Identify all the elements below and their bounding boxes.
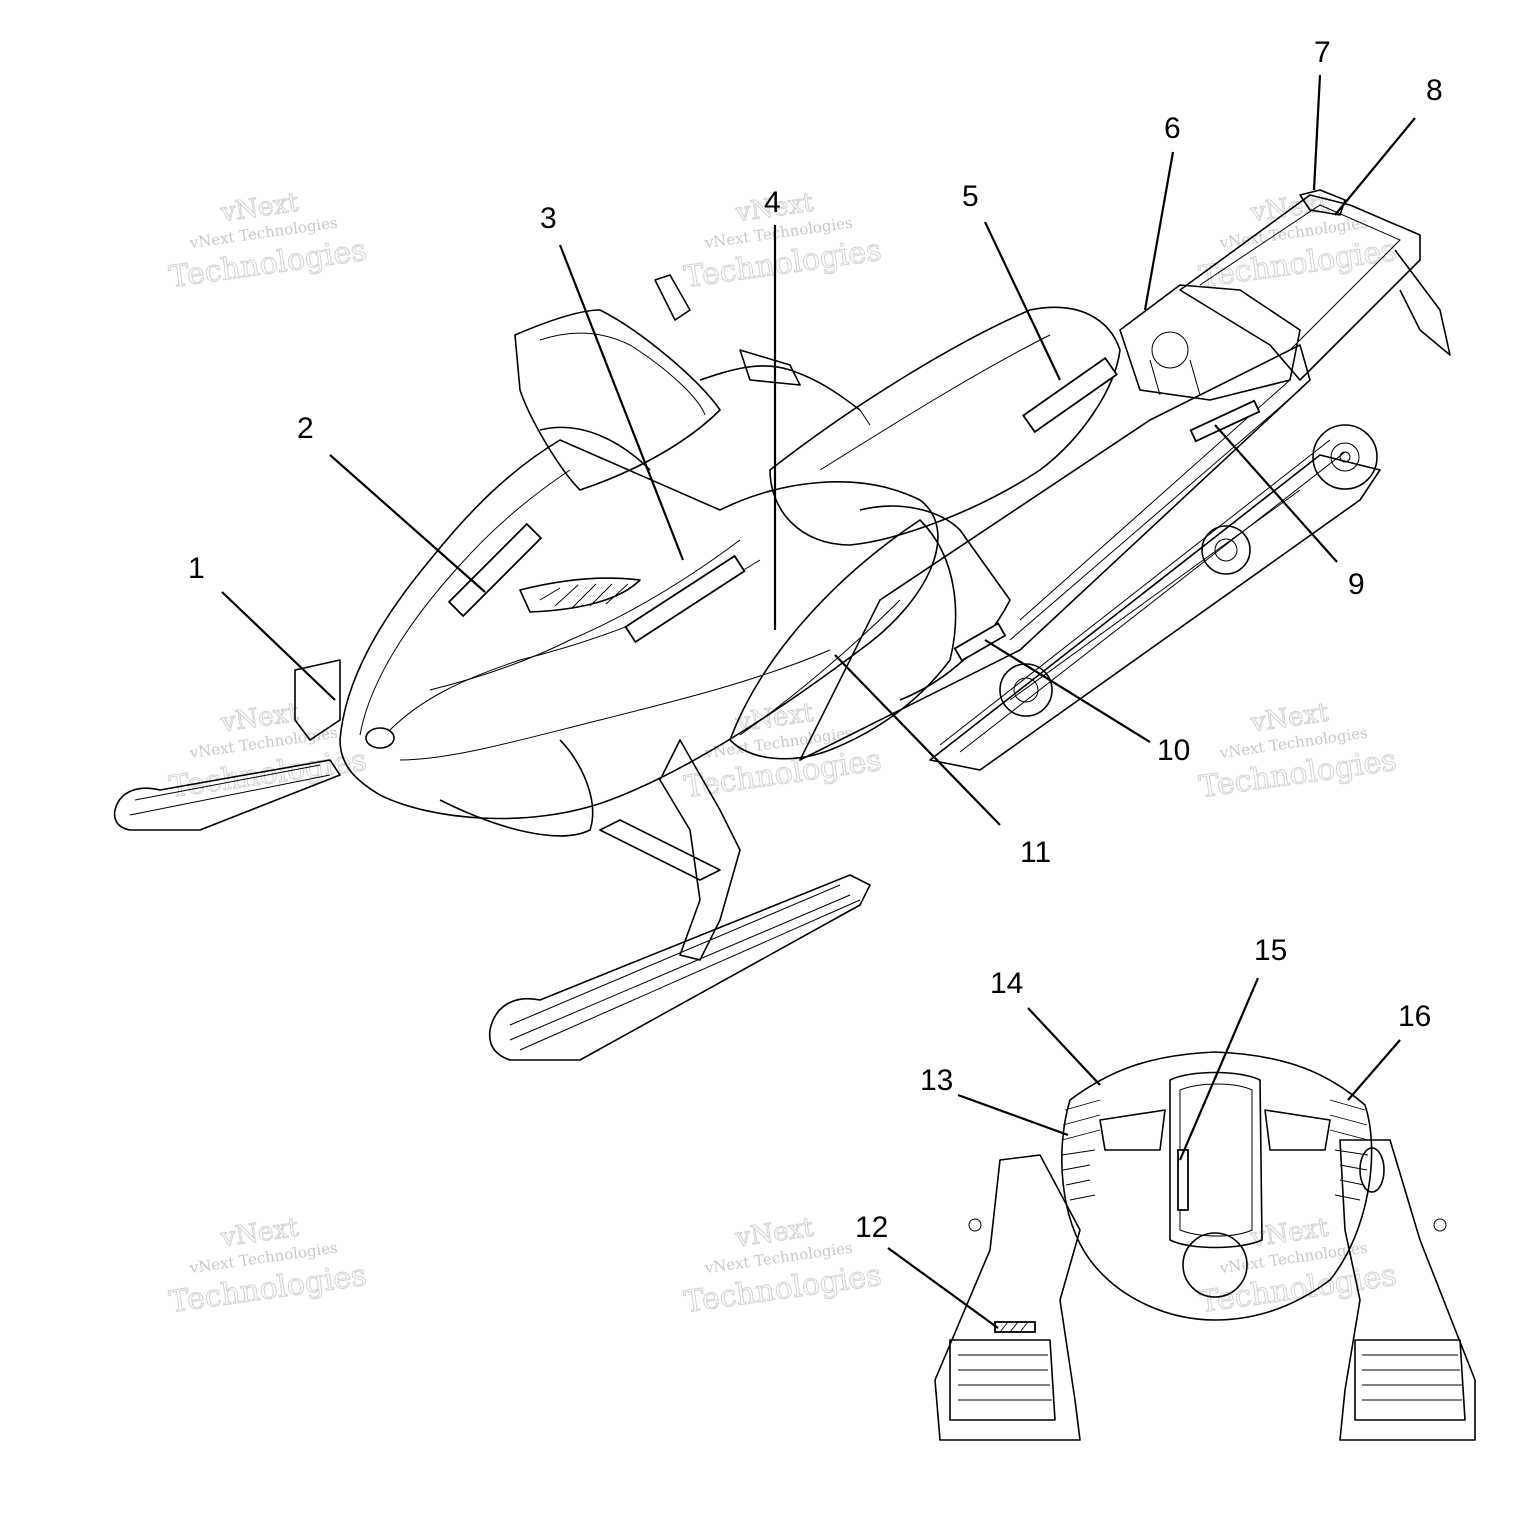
leader-9 — [1214, 424, 1338, 563]
callout-14: 14 — [990, 967, 1023, 1000]
watermark-top-right: vNext vNext Technologies Technologies — [1197, 187, 1399, 295]
front-ski-right — [1339, 1139, 1476, 1441]
rear-rack — [1179, 189, 1451, 381]
leader-5 — [984, 221, 1061, 381]
leader-1 — [221, 591, 336, 701]
leader-15 — [1178, 977, 1260, 1161]
leader-3 — [558, 244, 685, 561]
leader-2 — [329, 454, 486, 593]
decal-9 — [1189, 399, 1261, 443]
callout-15: 15 — [1254, 934, 1287, 967]
decal-5 — [1022, 356, 1118, 434]
snowmobile-front-view — [934, 1051, 1476, 1441]
callout-16: 16 — [1398, 1000, 1431, 1033]
callout-10: 10 — [1157, 734, 1190, 767]
callout-3: 3 — [540, 202, 557, 235]
front-hatch-left — [1061, 1099, 1101, 1201]
callout-numbers: 1 2 3 4 5 6 7 8 9 10 11 12 13 14 15 16 — [188, 36, 1443, 1244]
callout-6: 6 — [1164, 112, 1181, 145]
leader-10 — [984, 639, 1151, 743]
watermark-mid-right: vNext vNext Technologies Technologies — [1197, 697, 1399, 805]
leader-12 — [887, 1247, 999, 1329]
front-ski-left — [934, 1154, 1081, 1441]
leader-11 — [834, 654, 1001, 826]
leader-14 — [1027, 1007, 1101, 1086]
callout-2: 2 — [297, 412, 314, 445]
callout-11: 11 — [1020, 836, 1051, 869]
snowmobile-iso-view — [113, 189, 1451, 1061]
side-panel — [729, 505, 1011, 760]
callout-7: 7 — [1314, 36, 1331, 69]
front-suspension — [294, 659, 741, 961]
tunnel — [799, 344, 1311, 761]
rear-suspension — [929, 424, 1381, 771]
leader-7 — [1312, 74, 1322, 191]
callout-12: 12 — [855, 1211, 888, 1244]
ski-right — [488, 874, 871, 1061]
watermark-top-left: vNext vNext Technologies Technologies — [167, 187, 369, 295]
handlebar — [654, 274, 871, 426]
callout-4: 4 — [764, 186, 781, 219]
decal-15 — [1177, 1149, 1189, 1211]
seat — [769, 284, 1301, 546]
front-hatch-right — [1329, 1099, 1369, 1201]
callout-5: 5 — [962, 180, 979, 213]
watermark-bottom-center: vNext vNext Technologies Technologies — [682, 1212, 884, 1320]
leader-16 — [1347, 1039, 1401, 1101]
watermark-bottom-left: vNext vNext Technologies Technologies — [167, 1212, 369, 1320]
leader-8 — [1334, 117, 1416, 216]
decal-10 — [953, 622, 1007, 662]
leader-13 — [957, 1093, 1069, 1137]
callout-9: 9 — [1348, 568, 1365, 601]
decal-2 — [447, 522, 543, 618]
callout-1: 1 — [188, 552, 205, 585]
callout-13: 13 — [920, 1064, 953, 1097]
ski-left — [113, 759, 341, 831]
leader-6 — [1143, 151, 1175, 311]
leader-lines — [221, 74, 1416, 1329]
decal-3 — [624, 554, 746, 644]
callout-8: 8 — [1426, 74, 1443, 107]
windshield — [514, 309, 721, 491]
